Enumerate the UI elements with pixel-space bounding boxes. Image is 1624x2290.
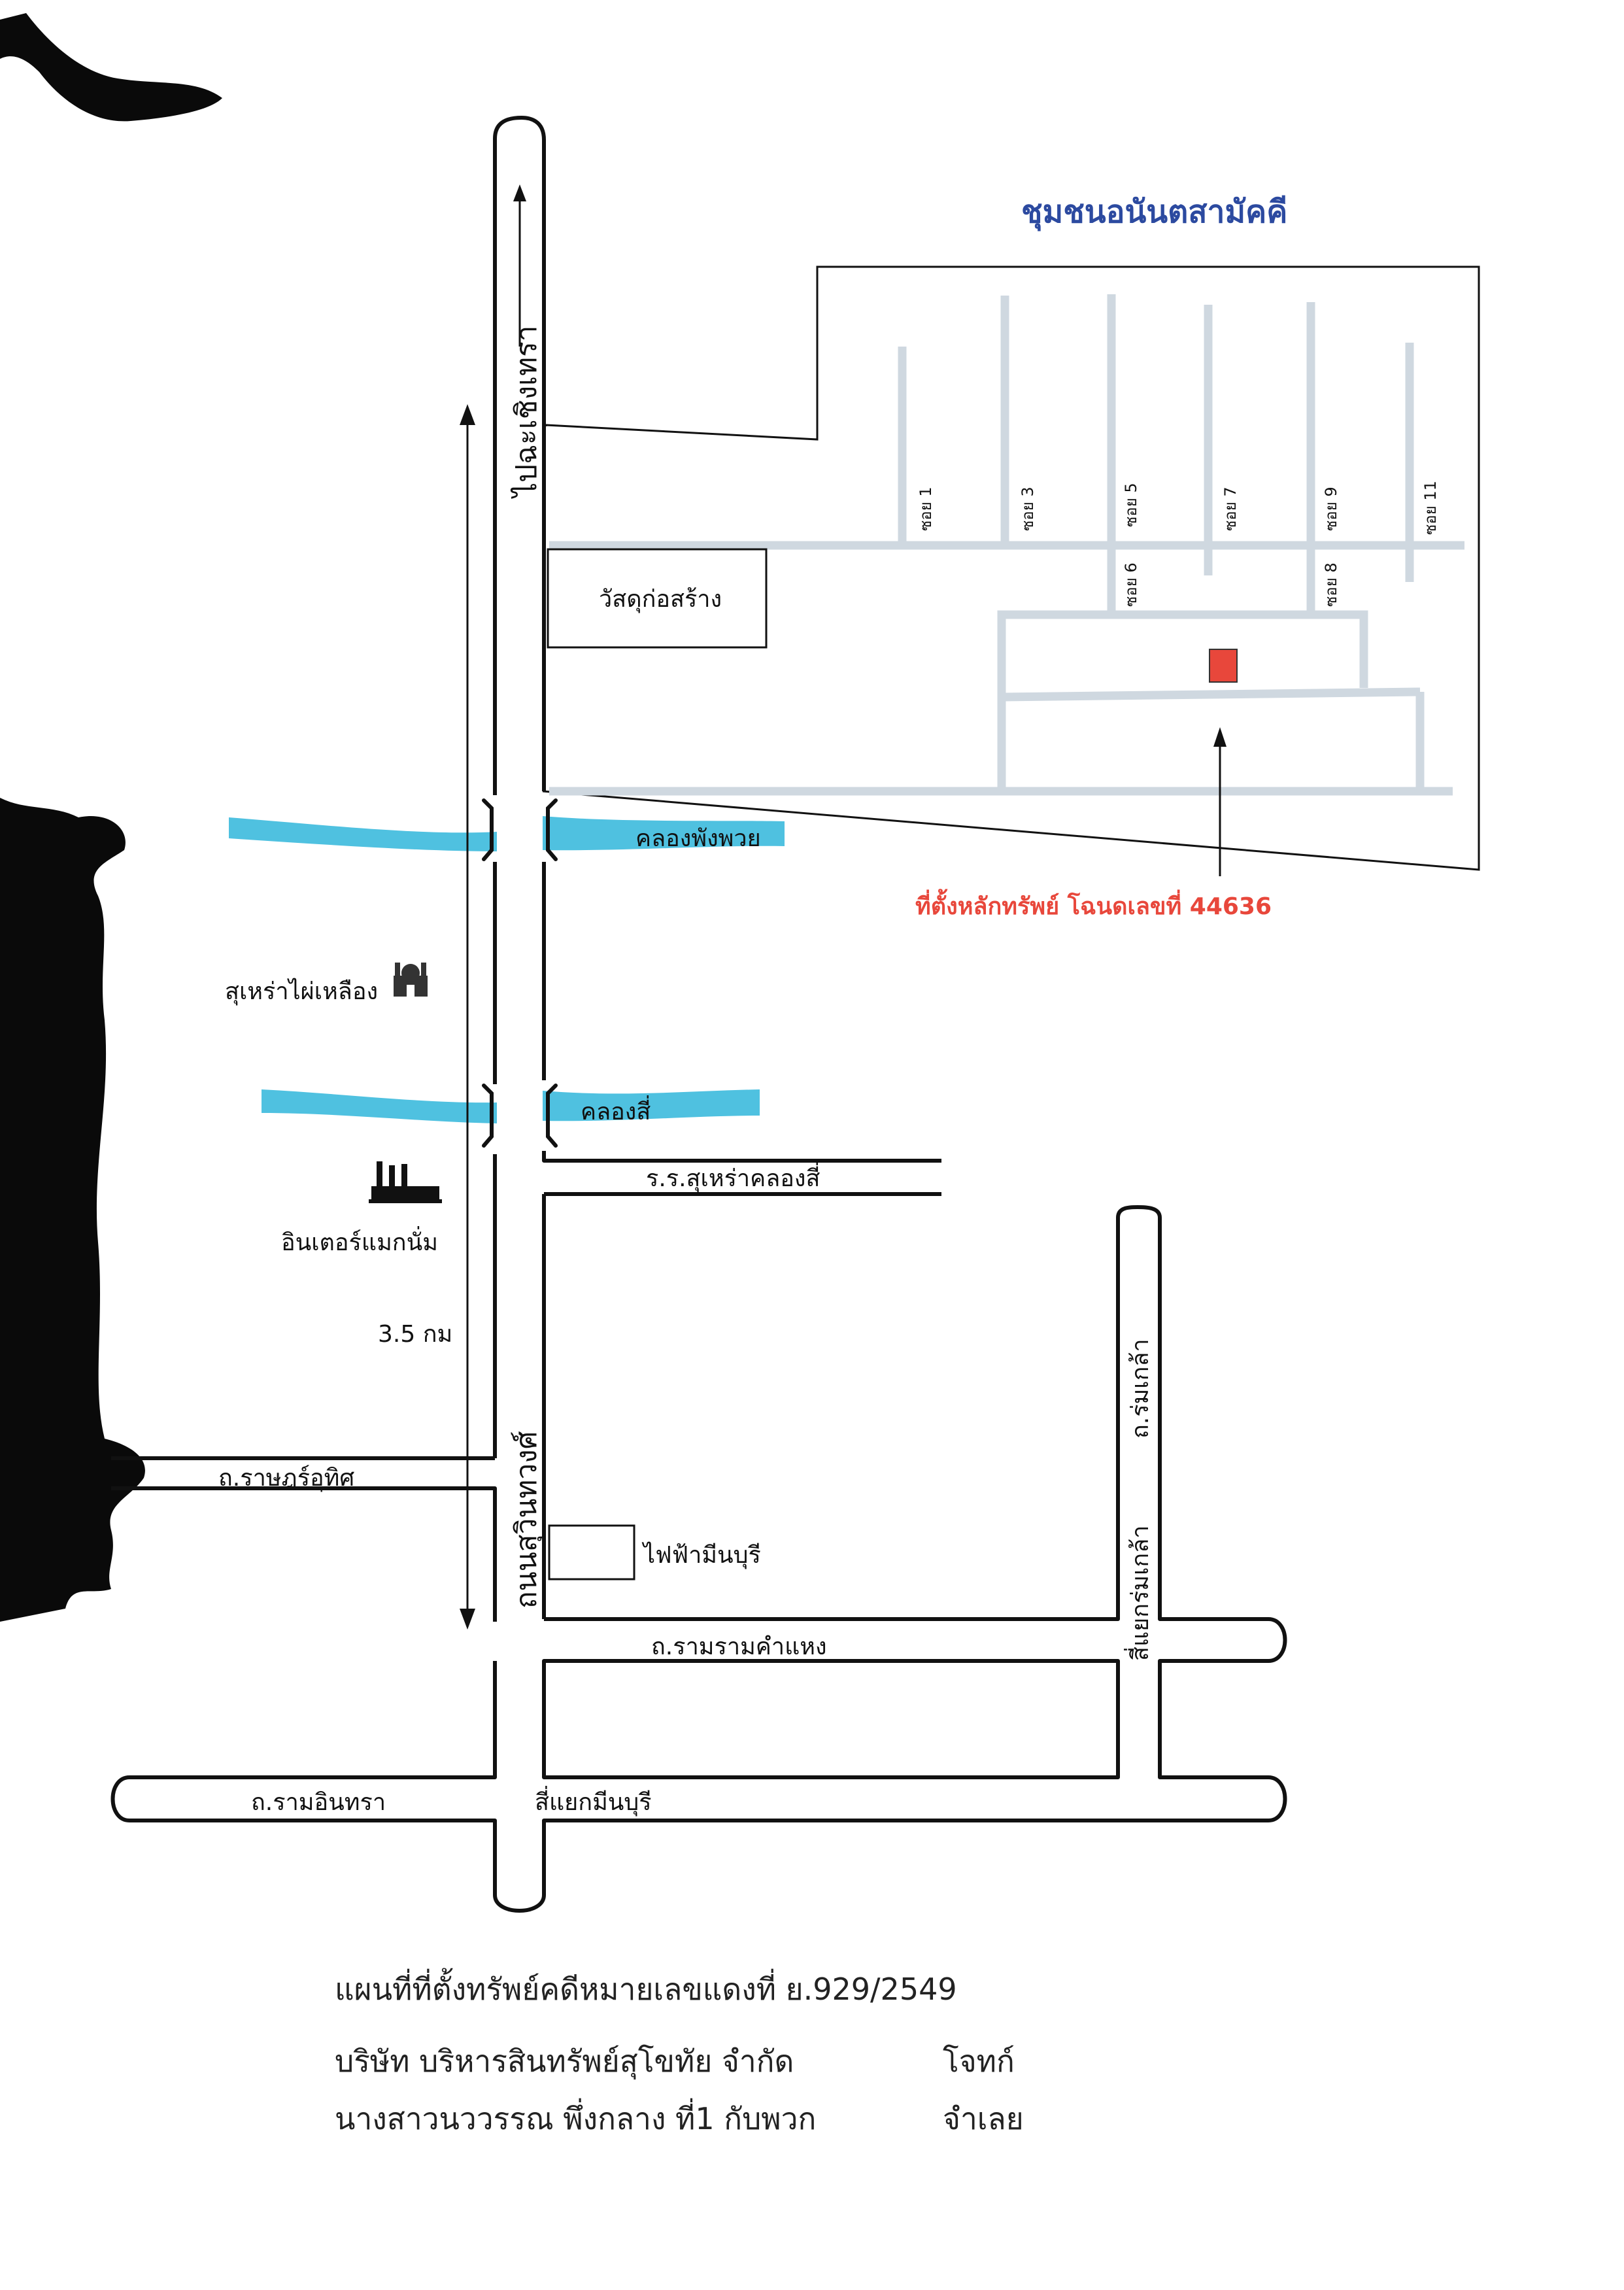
mosque-label: สุเหร่าไผ่เหลือง — [225, 978, 378, 1006]
ratsadorn-road-label: ถ.ราษฎร์อุทิศ — [218, 1465, 354, 1492]
romklao-intersection-label: สี่แยกร่มเกล้า — [1124, 1525, 1154, 1661]
canal-phangphuai-east — [543, 816, 785, 851]
main-road-label: ถนนสุวินทวงศ์ — [510, 1431, 544, 1609]
ramkhamhaeng-road-label: ถ.รามรามคำแหง — [651, 1633, 827, 1660]
canal-khlong-si-label: คลองสี่ — [581, 1095, 651, 1125]
minburi-intersection-label: สี่แยกมีนบุรี — [535, 1786, 652, 1817]
soi-label: ซอย 1 — [917, 487, 935, 531]
plaintiff-name: บริษัท บริหารสินทรัพย์สุโขทัย จำกัด — [335, 2043, 794, 2079]
target-marker-icon — [1209, 649, 1238, 683]
school-road-label: ร.ร.สุเหร่าคลองสี่ — [646, 1162, 820, 1193]
canal-khlong-si — [262, 1089, 497, 1123]
target-arrow — [1213, 727, 1226, 876]
target-label: ที่ตั้งหลักทรัพย์ โฉนดเลขที่ 44636 — [915, 889, 1272, 920]
soi-label: ซอย 7 — [1221, 487, 1240, 531]
arrow-up-icon — [513, 184, 526, 347]
mosque-icon — [394, 963, 428, 997]
bridges — [482, 798, 558, 1148]
electric-label: ไฟฟ้ามีนบุรี — [641, 1541, 761, 1569]
caption-line-2: บริษัท บริหารสินทรัพย์สุโขทัย จำกัด โจทก… — [335, 2038, 1015, 2085]
caption-line-1: แผนที่ที่ตั้งทรัพย์คดีหมายเลขแดงที่ ย.92… — [335, 1966, 957, 2013]
roads — [110, 116, 1287, 1913]
soi-label: ซอย 9 — [1322, 487, 1340, 531]
soi-label: ซอย 6 — [1122, 562, 1140, 607]
construction-box — [547, 548, 768, 649]
factory-label: อินเตอร์แมกนั่ม — [281, 1226, 438, 1256]
defendant-name: นางสาวนววรรณ พึ่งกลาง ที่1 กับพวก — [335, 2101, 817, 2136]
soi-label: ซอย 3 — [1019, 487, 1037, 531]
plaintiff-role: โจทก์ — [943, 2043, 1015, 2079]
soi-label: ซอย 5 — [1122, 483, 1140, 527]
canal-phangphuai — [229, 817, 497, 851]
community-roads — [549, 294, 1464, 796]
canal-khlong-si-east — [543, 1089, 760, 1121]
electric-box — [548, 1524, 635, 1581]
defendant-role: จำเลย — [943, 2101, 1024, 2136]
ramintra-road-label: ถ.รามอินทรา — [251, 1789, 386, 1816]
soi-label: ซอย 11 — [1421, 481, 1440, 535]
main-north-label: ไปฉะเชิงเทรา — [510, 326, 543, 499]
distance-arrow — [460, 404, 475, 1630]
soi-label: ซอย 8 — [1322, 562, 1340, 607]
community-title: ชุมชนอนันตสามัคคี — [1021, 194, 1287, 231]
construction-label: วัสดุก่อสร้าง — [599, 586, 722, 613]
factory-icon — [369, 1161, 442, 1203]
case-title: แผนที่ที่ตั้งทรัพย์คดีหมายเลขแดงที่ ย.92… — [335, 1972, 957, 2007]
canal-phangphuai-label: คลองพังพวย — [635, 825, 761, 852]
distance-label: 3.5 กม — [378, 1321, 452, 1348]
scan-damage — [0, 13, 222, 1622]
romklao-road-label: ถ.ร่มเกล้า — [1127, 1339, 1154, 1439]
caption-line-3: นางสาวนววรรณ พึ่งกลาง ที่1 กับพวก จำเลย — [335, 2095, 1024, 2143]
